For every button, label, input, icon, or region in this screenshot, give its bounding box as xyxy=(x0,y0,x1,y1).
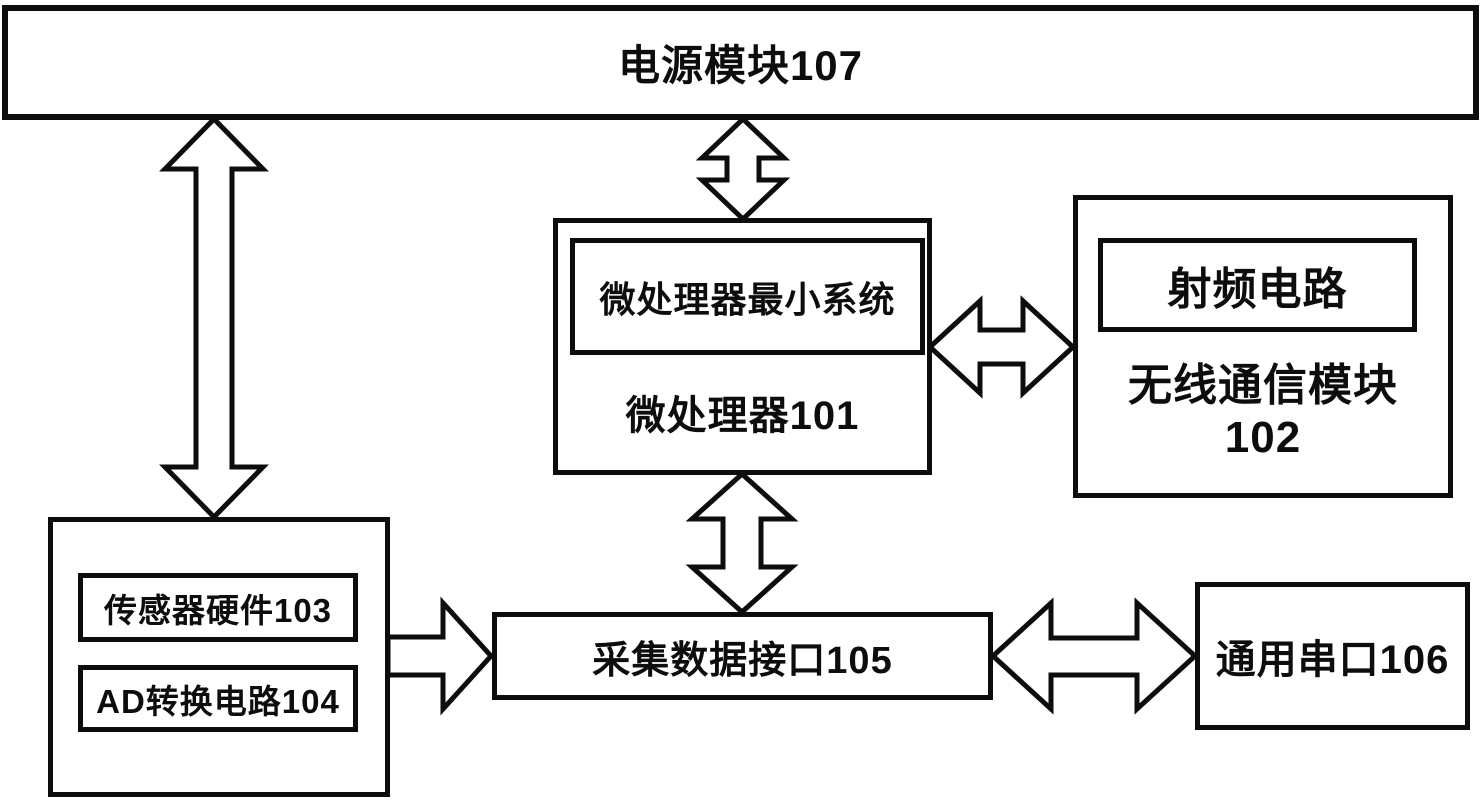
double-arrow-data-serial-icon xyxy=(989,597,1199,715)
wireless-module-label: 无线通信模块 102 xyxy=(1078,360,1448,464)
wireless-module-label-line2: 102 xyxy=(1224,413,1302,462)
sensor-hardware-label: 传感器硬件103 xyxy=(103,591,333,629)
double-arrow-power-micro-icon xyxy=(695,115,791,223)
wireless-module-block: 射频电路 无线通信模块 102 xyxy=(1073,195,1453,498)
double-arrow-power-sensor-icon xyxy=(159,115,269,521)
double-arrow-micro-data-icon xyxy=(685,470,799,616)
sensor-hardware-block: 传感器硬件103 xyxy=(78,573,358,642)
power-module-block: 电源模块107 xyxy=(2,5,1479,120)
sensor-group-block: 传感器硬件103 AD转换电路104 xyxy=(48,517,390,797)
data-interface-block: 采集数据接口105 xyxy=(492,612,993,700)
power-module-label: 电源模块107 xyxy=(617,42,864,89)
serial-port-block: 通用串口106 xyxy=(1195,582,1470,730)
rf-circuit-label: 射频电路 xyxy=(1167,265,1348,314)
microprocessor-block: 微处理器最小系统 微处理器101 xyxy=(553,218,932,475)
microprocessor-minimal-system-label: 微处理器最小系统 xyxy=(599,278,896,320)
microprocessor-label: 微处理器101 xyxy=(625,394,860,438)
serial-port-label: 通用串口106 xyxy=(1215,638,1450,682)
data-interface-label: 采集数据接口105 xyxy=(592,639,893,682)
ad-converter-block: AD转换电路104 xyxy=(78,665,358,732)
right-arrow-sensor-data-icon xyxy=(385,596,495,716)
rf-circuit-block: 射频电路 xyxy=(1098,238,1417,332)
microprocessor-minimal-system-block: 微处理器最小系统 xyxy=(570,238,925,355)
ad-converter-label: AD转换电路104 xyxy=(96,682,340,720)
double-arrow-micro-wireless-icon xyxy=(926,295,1077,399)
wireless-module-label-line1: 无线通信模块 xyxy=(1128,361,1398,410)
